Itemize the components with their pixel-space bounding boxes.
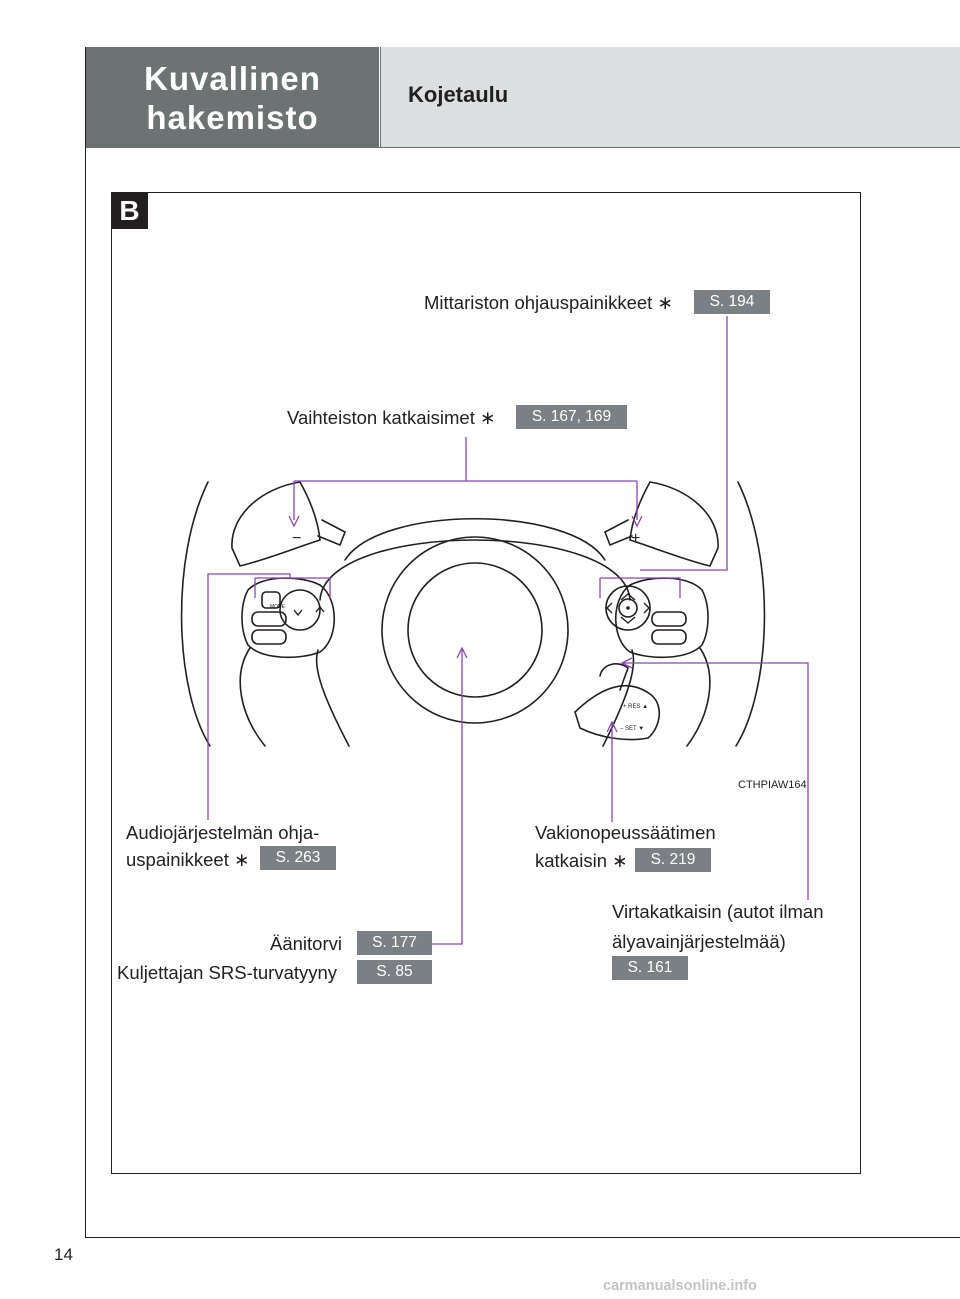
callout-aanitorvi: Äänitorvi — [270, 933, 342, 954]
image-code: CTHPIAW164 — [738, 779, 807, 791]
page-ref-mittaristo[interactable]: S. 194 — [694, 290, 770, 314]
asterisk-mark: ∗ — [657, 292, 673, 313]
cruise-control-lever — [574, 684, 660, 741]
callout-mittaristo: Mittariston ohjauspainikkeet ∗ — [424, 292, 673, 314]
callout-vakionopeus-line2: katkaisin ∗ — [535, 850, 628, 872]
page-ref-srs[interactable]: S. 85 — [357, 960, 432, 984]
frame-bottom-rule — [85, 1237, 960, 1238]
engine-switch — [599, 663, 629, 691]
callout-audio-line2: uspainikkeet ∗ — [126, 849, 250, 871]
paddle-minus-label: − — [292, 530, 301, 547]
callout-vaihteisto: Vaihteiston katkaisimet ∗ — [287, 407, 495, 429]
callout-vakionopeus-label: katkaisin — [535, 850, 607, 871]
meter-control-panel — [614, 577, 709, 659]
asterisk-mark: ∗ — [612, 850, 628, 871]
callout-vaihteisto-label: Vaihteiston katkaisimet — [287, 407, 475, 428]
wheel-rim-right — [735, 481, 766, 747]
header-underline — [86, 147, 960, 148]
page-title: Kojetaulu — [408, 82, 509, 107]
frame-left-rule — [85, 47, 86, 1237]
paddle-shifter-left — [231, 481, 321, 567]
audio-switch-panel — [241, 577, 336, 659]
page-ref-audio[interactable]: S. 263 — [260, 846, 336, 870]
page-ref-aanitorvi[interactable]: S. 177 — [357, 931, 432, 955]
airbag-pad — [381, 536, 569, 724]
callout-virta-line1: Virtakatkaisin (autot ilman — [612, 901, 824, 922]
paddle-shifter-right — [629, 481, 719, 567]
header-bar — [380, 47, 960, 148]
leader-vaihteisto — [293, 437, 638, 520]
leader-aanitorvi — [432, 650, 463, 945]
leader-audio — [207, 573, 291, 820]
set-label: – SET ▼ — [620, 726, 644, 732]
airbag-emblem-area — [407, 562, 543, 698]
wheel-rim-left — [180, 481, 211, 747]
callout-audio-line1: Audiojärjestelmän ohja- — [126, 822, 320, 843]
page-ref-virta[interactable]: S. 161 — [612, 956, 688, 980]
asterisk-mark: ∗ — [479, 407, 496, 428]
leader-lines — [207, 316, 809, 945]
callout-virta-line2: älyavainjärjestelmää) — [612, 931, 786, 952]
page-ref-vakionopeus[interactable]: S. 219 — [635, 848, 711, 872]
res-label: + RES ▲ — [623, 704, 648, 710]
leader-virta — [622, 662, 809, 900]
figure-badge: B — [111, 192, 148, 229]
callout-vakionopeus-line1: Vakionopeussäätimen — [535, 822, 716, 843]
callout-audio-label: uspainikkeet — [126, 849, 229, 870]
leader-mittaristo — [640, 316, 728, 571]
paddle-plus-label: + — [631, 530, 640, 547]
page-number: 14 — [54, 1245, 73, 1264]
callout-srs: Kuljettajan SRS-turvatyyny — [117, 962, 338, 983]
section-tab-label: Kuvallinen hakemisto — [144, 59, 321, 136]
watermark: carmanualsonline.info — [603, 1278, 757, 1294]
section-tab: Kuvallinen hakemisto — [86, 47, 379, 148]
mode-button-label: MODE — [270, 604, 286, 610]
figure-panel — [111, 192, 861, 1174]
callout-mittaristo-label: Mittariston ohjauspainikkeet — [424, 292, 653, 313]
page-ref-vaihteisto[interactable]: S. 167, 169 — [516, 405, 627, 429]
asterisk-mark: ∗ — [233, 849, 250, 870]
